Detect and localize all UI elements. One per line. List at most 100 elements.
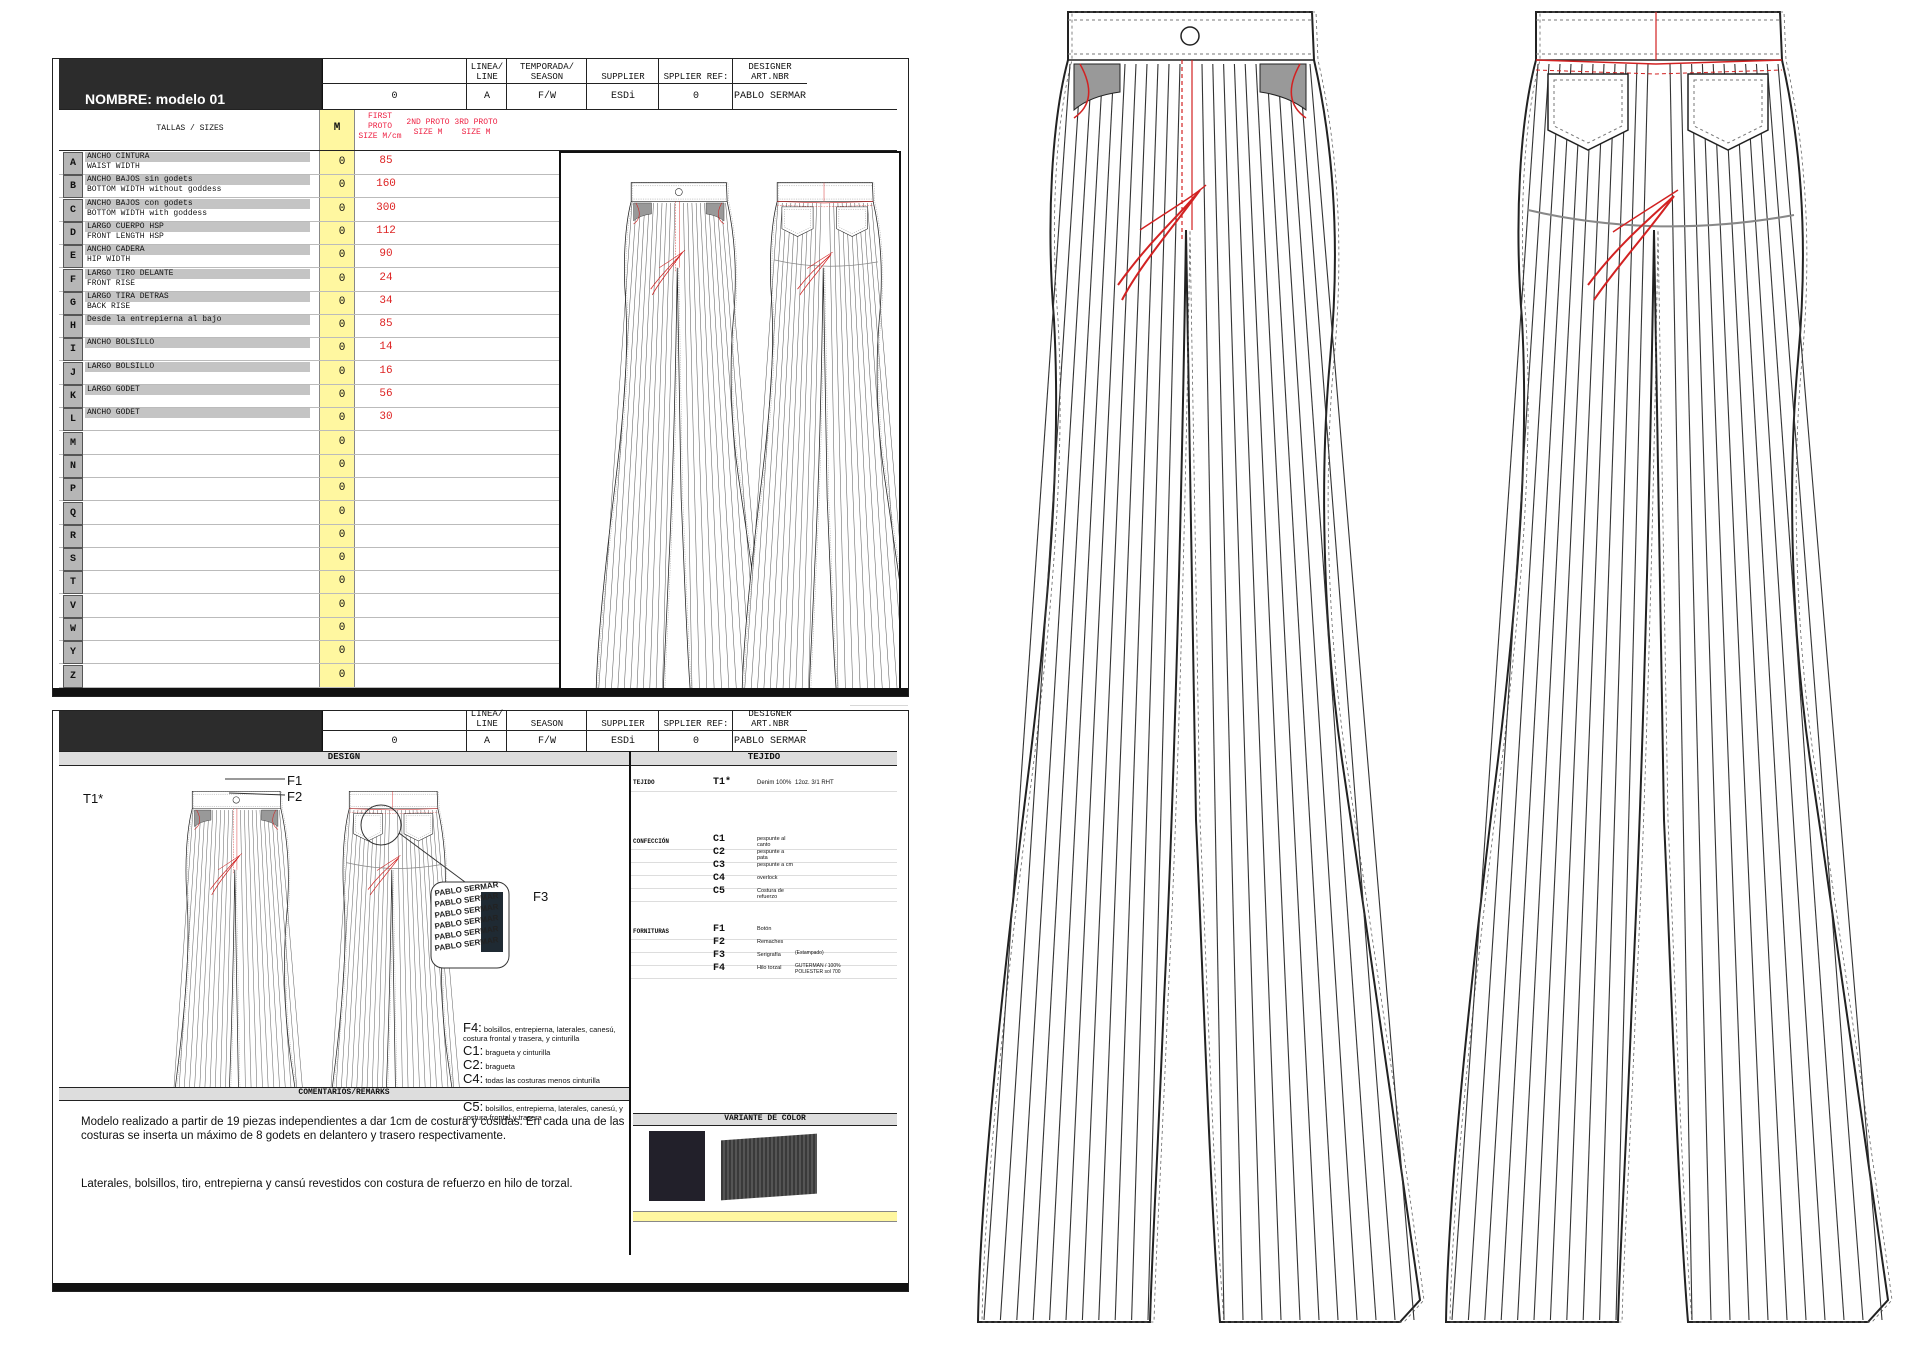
supplier-ref-header: SPPLIER REF: 0 <box>658 59 733 109</box>
row-letter: E <box>63 245 83 269</box>
description-en: BACK RISE <box>87 301 131 311</box>
dark-swatch <box>649 1131 705 1201</box>
size-m-value: 0 <box>338 552 346 565</box>
design-spec-sheet: 0 LINEA/ LINE A SEASON F/W SUPPLIER ESDi… <box>52 709 909 1292</box>
fornituras-code: F3 <box>713 950 726 961</box>
tejido-row: TEJIDO T1* Denim 100% 12oz. 3/1 RHT <box>631 775 897 792</box>
model-name: NOMBRE: modelo 01 <box>85 91 226 107</box>
f3-label: F3 <box>533 889 549 904</box>
remarks-paragraph-1: Modelo realizado a partir de 19 piezas i… <box>81 1116 625 1142</box>
size-m-value: 0 <box>338 458 346 471</box>
note-code: F4: <box>463 1020 482 1035</box>
size-m-header: M <box>319 110 355 150</box>
first-proto-value: 14 <box>379 341 393 354</box>
comments-title: COMENTARIOS/REMARKS <box>59 1087 629 1101</box>
line-header: LINEA/ LINE A <box>466 59 507 109</box>
first-proto-value: 56 <box>379 388 393 400</box>
tallas-label: TALLAS / SIZES <box>156 124 224 133</box>
detail-callout-circle <box>360 804 402 846</box>
note-text: bragueta y cinturilla <box>483 1048 551 1057</box>
description-en: BOTTOM WIDTH with goddess <box>87 208 208 218</box>
season-value: F/W <box>537 91 556 102</box>
description-es: LARGO TIRA DETRAS <box>85 291 310 302</box>
design-title: DESIGN <box>59 751 629 766</box>
first-proto-value: 300 <box>376 201 396 214</box>
confeccion-code: C3 <box>713 860 726 871</box>
construction-notes: F4: bolsillos, entrepierna, laterales, c… <box>463 1020 623 1125</box>
sheet2-footer-bar <box>53 1283 908 1291</box>
size-m-value: 0 <box>338 272 346 285</box>
row-letter: Q <box>63 501 83 525</box>
first-proto-value: 34 <box>379 294 393 307</box>
callout-line <box>398 832 470 886</box>
tejido-title: TEJIDO <box>631 751 897 766</box>
sheet2-header: 0 LINEA/ LINE A SEASON F/W SUPPLIER ESDi… <box>53 709 908 761</box>
confeccion-desc: pespunte a cm <box>757 862 794 868</box>
sheet2-line: LINEA/ LINE A <box>466 709 507 751</box>
description-es: ANCHO CINTURA <box>85 152 310 162</box>
row-letter: Z <box>63 664 83 688</box>
size-m-value: 0 <box>338 156 346 168</box>
f2-label: F2 <box>287 789 303 804</box>
large-technical-drawings <box>976 11 1893 1323</box>
first-proto-value: 16 <box>379 364 393 377</box>
model-name-box: NOMBRE: modelo 01 <box>59 59 323 109</box>
confeccion-desc: overlock <box>757 875 778 881</box>
note-code: C2: <box>463 1057 484 1072</box>
description-es: LARGO TIRO DELANTE <box>85 268 310 279</box>
row-letter: R <box>63 524 83 548</box>
size-m-value: 0 <box>338 365 346 378</box>
sheet2-supplier: SUPPLIER ESDi <box>586 711 659 751</box>
row-letter: G <box>63 291 83 315</box>
fornituras-extra: GUTERMAN / 100% POLIESTER sol 700 <box>795 963 841 975</box>
confeccion-desc: pespunte a pata <box>757 849 785 861</box>
size-m-value: 0 <box>338 389 346 401</box>
row-letter: A <box>63 152 83 175</box>
row-description: LARGO BOLSILLO <box>85 361 310 372</box>
description-es: ANCHO BAJOS con godets <box>85 198 310 209</box>
size-m-value: 0 <box>338 202 346 215</box>
fornituras-code: F1 <box>713 924 726 935</box>
size-m-value: 0 <box>338 482 346 495</box>
note-code: C1: <box>463 1043 484 1058</box>
fornituras-desc: Remaches <box>757 939 784 945</box>
t1-label: T1* <box>83 791 104 806</box>
size-m-value: 0 <box>338 342 346 355</box>
first-proto-header: FIRST PROTO SIZE M/cm <box>358 112 402 141</box>
second-proto-header: 2ND PROTO SIZE M <box>406 118 450 137</box>
confeccion-code: C2 <box>713 847 726 858</box>
note-text: todas las costuras menos cinturilla <box>483 1076 600 1085</box>
construction-note: C1: bragueta y cinturilla <box>463 1043 623 1058</box>
note-text: bolsillos, entrepierna, laterales, canes… <box>463 1104 623 1122</box>
row-letter: K <box>63 385 83 408</box>
row-letter: C <box>63 198 83 222</box>
row-description: ANCHO BOLSILLO <box>85 338 310 349</box>
construction-note: C5: bolsillos, entrepierna, laterales, c… <box>463 1100 623 1122</box>
measurement-spec-sheet: NOMBRE: modelo 01 0 LINEA/ LINE A TEMPOR… <box>52 58 917 697</box>
season-header: TEMPORADA/ SEASON F/W <box>506 59 587 109</box>
confeccion-row: C2 pespunte a pata <box>631 846 897 863</box>
row-letter: D <box>63 221 83 245</box>
description-es: ANCHO CADERA <box>85 245 310 256</box>
first-proto-value: 30 <box>379 411 393 424</box>
fornituras-extra: (Estampado) <box>795 950 824 956</box>
row-letter: P <box>63 478 83 502</box>
